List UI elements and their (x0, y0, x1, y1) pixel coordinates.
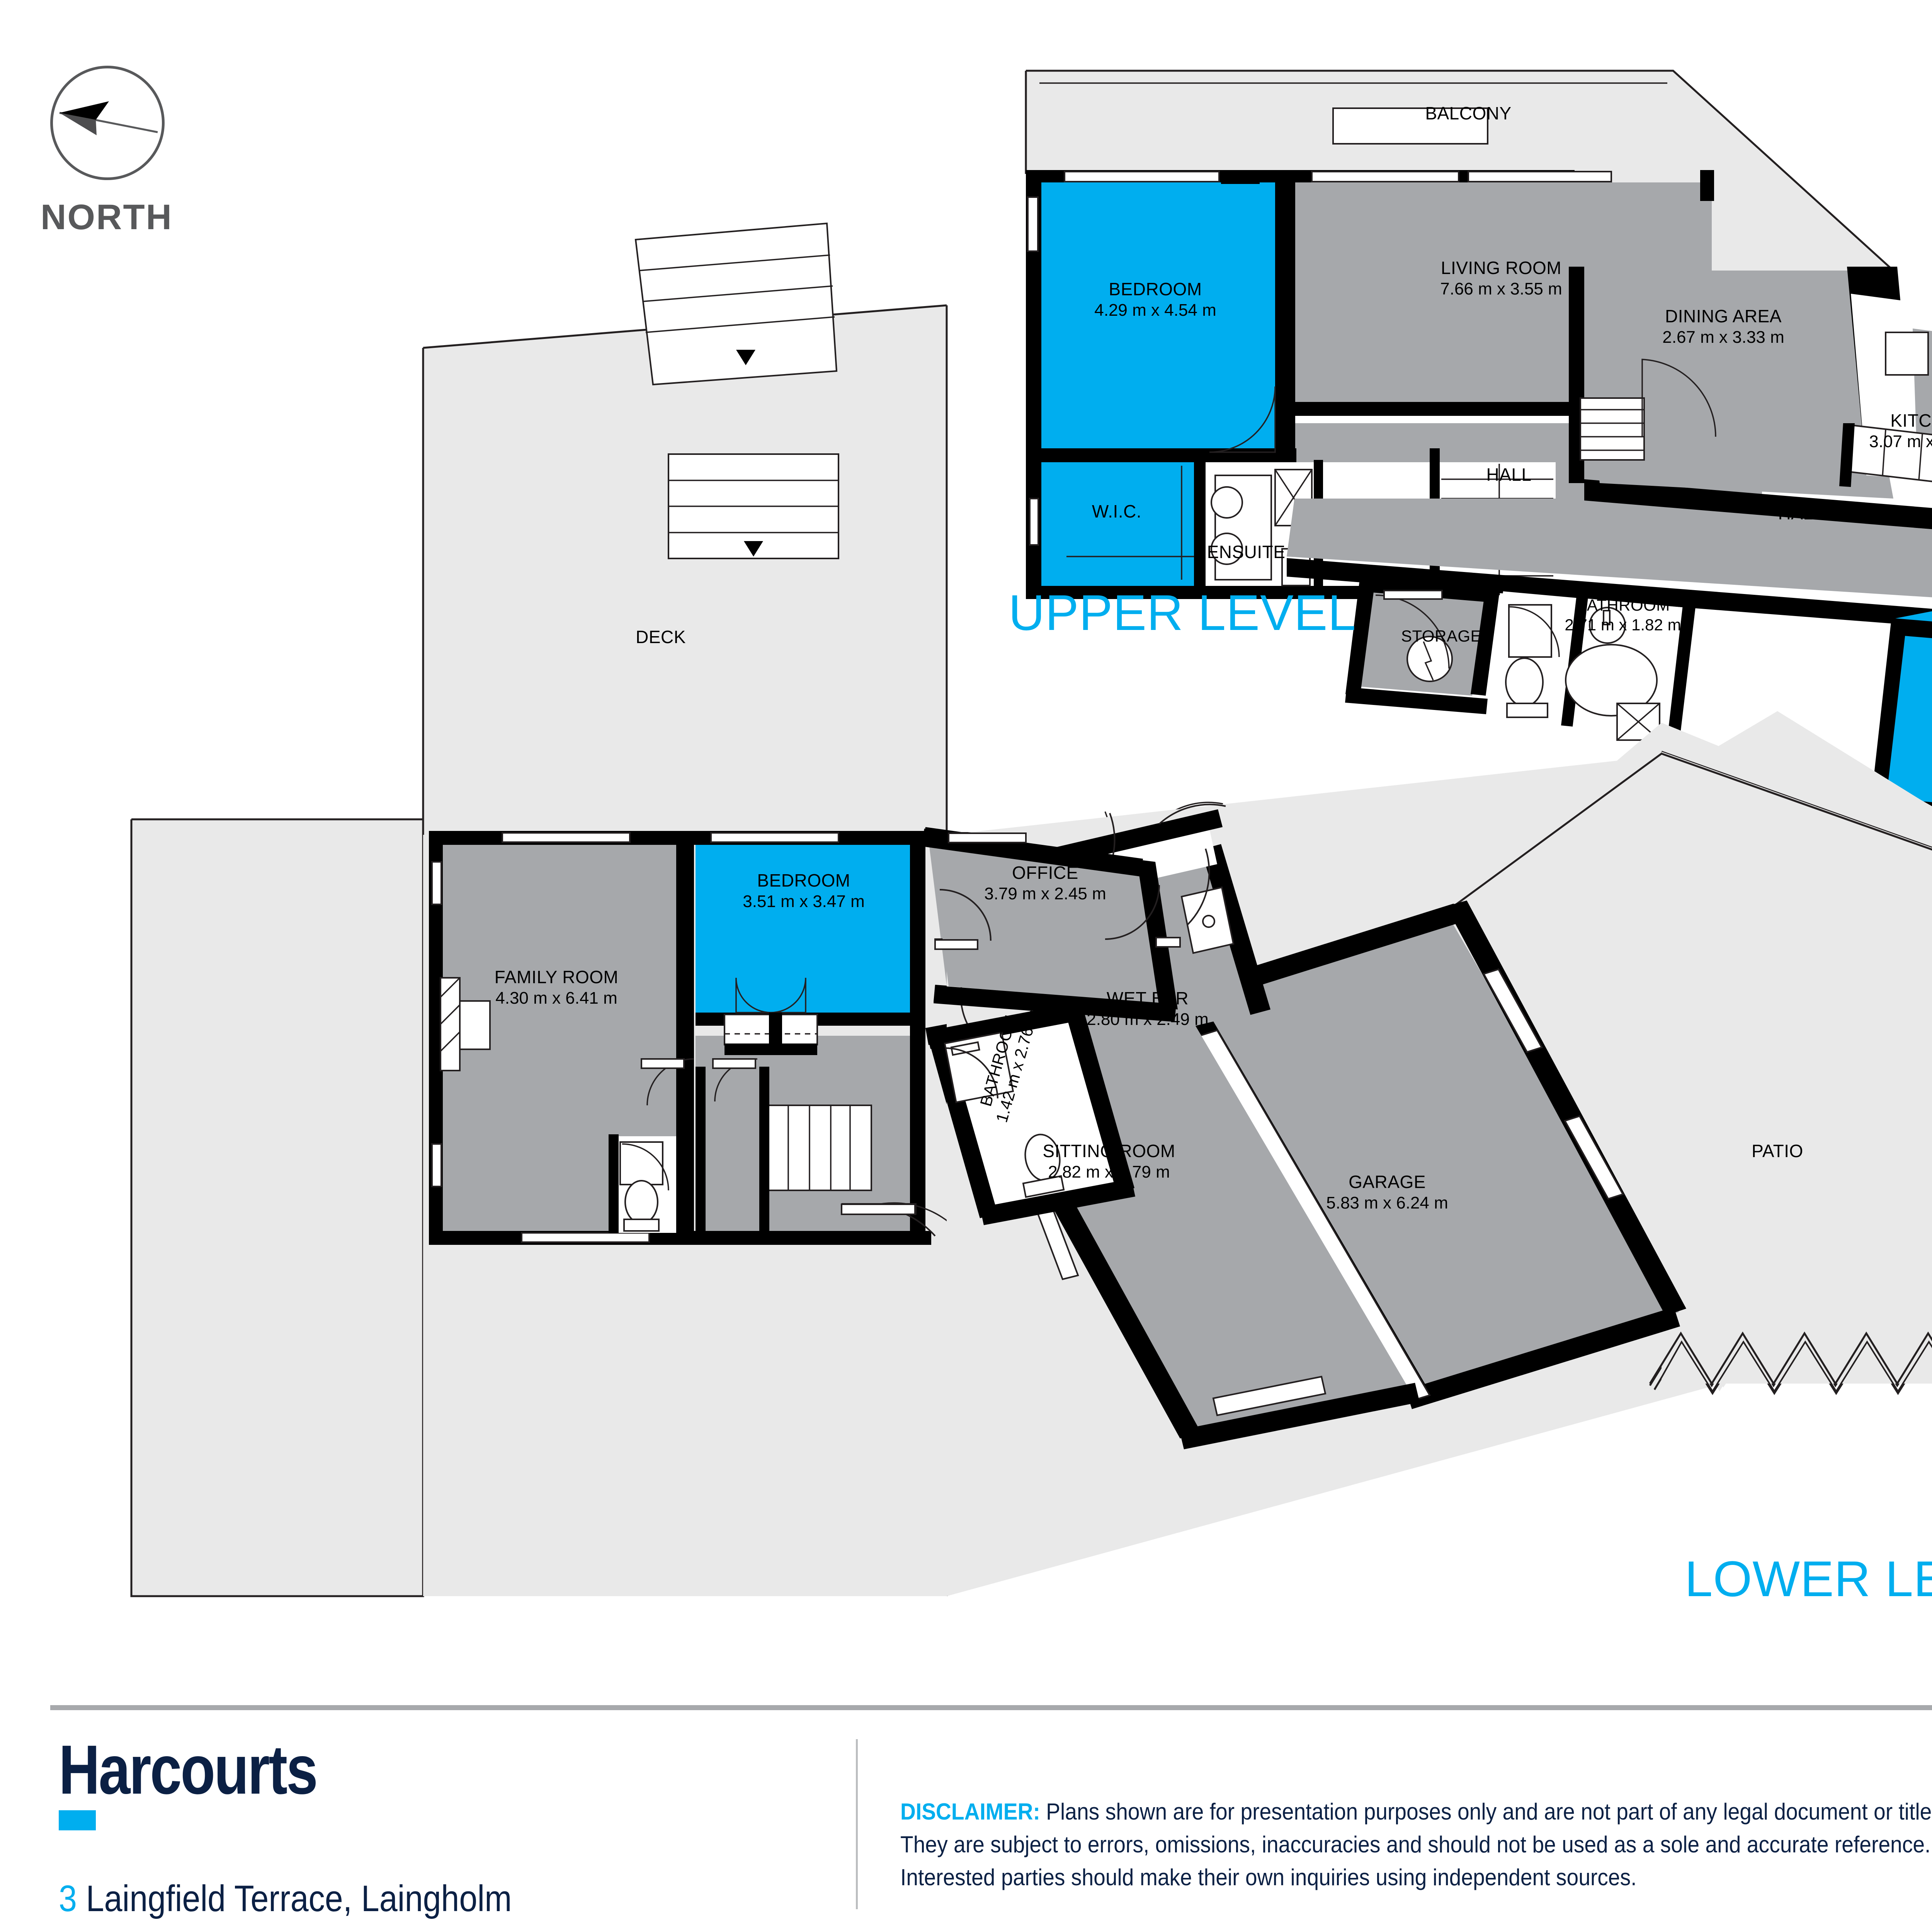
footer-divider-rule (50, 1705, 1932, 1710)
harcourts-accent-bar (59, 1810, 96, 1830)
room-label-bedroom-upper-1: BEDROOM 4.29 m x 4.54 m (1094, 279, 1216, 320)
harcourts-logo: Harcourts (59, 1735, 373, 1830)
room-label-patio-lower: PATIO (1752, 1141, 1803, 1161)
lower-level-title: LOWER LEVEL (1685, 1551, 1932, 1607)
disclaimer-line-2: They are subject to errors, omissions, i… (900, 1832, 1931, 1858)
room-label-deck: DECK (636, 627, 686, 647)
room-label-hall-upper-left: HALL (1486, 465, 1532, 485)
room-label-dining-area: DINING AREA 2.67 m x 3.33 m (1662, 306, 1784, 347)
room-label-balcony: BALCONY (1425, 103, 1512, 123)
room-label-garage: GARAGE 5.83 m x 6.24 m (1326, 1172, 1448, 1213)
room-label-ensuite: ENSUITE (1207, 542, 1286, 562)
room-label-office: OFFICE 3.79 m x 2.45 m (984, 863, 1106, 904)
room-label-family-room: FAMILY ROOM 4.30 m x 6.41 m (494, 967, 619, 1008)
room-label-storage: STORAGE (1401, 627, 1482, 645)
disclaimer-line-1: Plans shown are for presentation purpose… (1040, 1799, 1932, 1825)
room-label-living-room: LIVING ROOM 7.66 m x 3.55 m (1440, 258, 1562, 299)
room-label-wic: W.I.C. (1092, 501, 1142, 521)
room-label-kitchen: KITCHEN 3.07 m x 3.24 m (1869, 410, 1932, 451)
room-label-bedroom-lower: BEDROOM 3.51 m x 3.47 m (743, 870, 865, 911)
footer-vertical-divider (856, 1739, 858, 1909)
disclaimer-label: DISCLAIMER: (900, 1799, 1040, 1825)
room-label-bathroom-upper: BATHROOM 2.71 m x 1.82 m (1565, 596, 1681, 634)
address-street: Laingfield Terrace, Laingholm (77, 1878, 512, 1919)
north-label: NORTH (41, 197, 173, 237)
property-address: 3 Laingfield Terrace, Laingholm (59, 1878, 512, 1920)
room-label-bathroom-lower: BATHROOM 1.42 m x 2.76 m (976, 1008, 1042, 1125)
upper-level-title: UPPER LEVEL (1009, 584, 1356, 641)
north-compass (50, 66, 166, 182)
room-label-sitting-room: SITTING ROOM 2.82 m x 3.79 m (1043, 1141, 1175, 1182)
disclaimer-line-3: Interested parties should make their own… (900, 1864, 1637, 1891)
room-label-hall-upper-right: HALL (1778, 503, 1823, 523)
room-label-wet-bar: WET BAR 2.80 m x 2.49 m (1087, 988, 1209, 1029)
harcourts-wordmark: Harcourts (59, 1731, 318, 1809)
compass-circle (50, 66, 165, 180)
address-number: 3 (59, 1878, 77, 1919)
disclaimer-text: DISCLAIMER: Plans shown are for presenta… (900, 1795, 1932, 1894)
